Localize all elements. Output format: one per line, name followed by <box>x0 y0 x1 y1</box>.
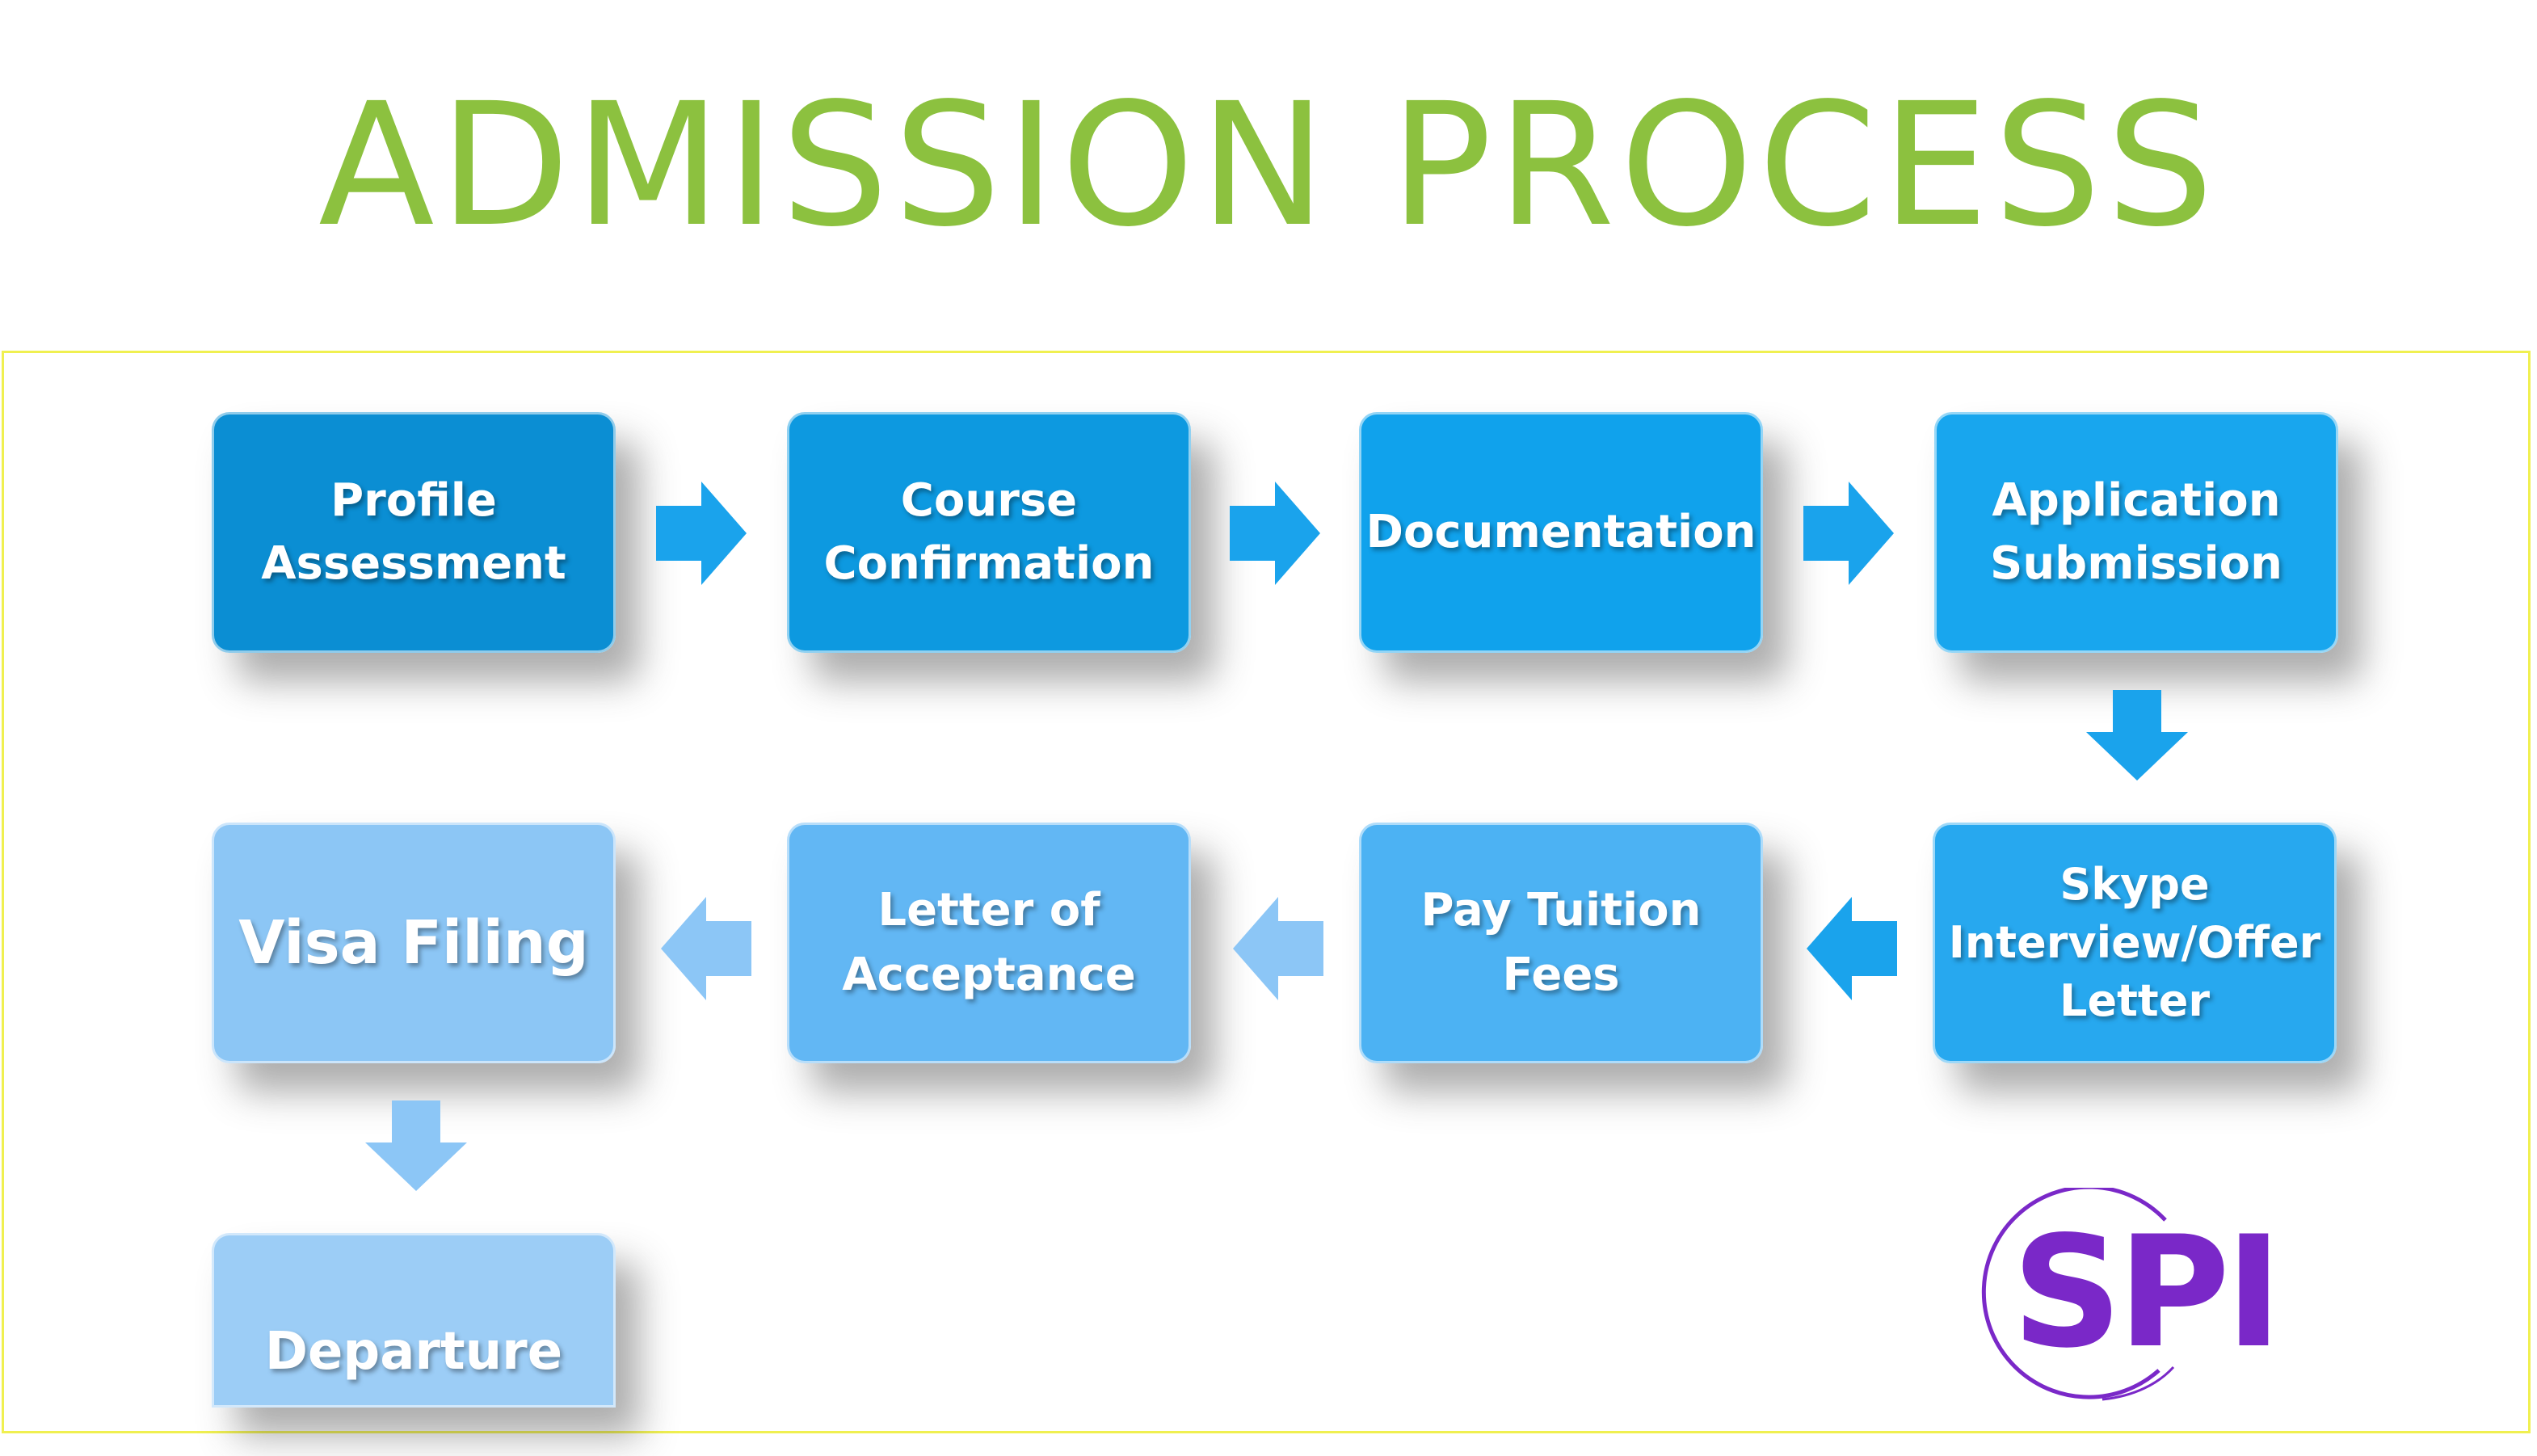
step-label: Skype Interview/Offer Letter <box>1948 859 2321 1026</box>
arrow-right-icon <box>1230 482 1320 585</box>
step-documentation: Documentation <box>1359 412 1763 653</box>
arrow-down-icon <box>2086 690 2188 781</box>
step-label: Visa Filing <box>238 908 589 978</box>
step-pay-tuition-fees: Pay Tuition Fees <box>1359 823 1763 1063</box>
arrow-left-icon <box>1807 897 1897 1000</box>
page-title: ADMISSION PROCESS <box>318 66 2219 264</box>
step-departure: Departure <box>212 1233 616 1408</box>
diagram-frame <box>2 351 2531 1433</box>
step-label: Documentation <box>1365 506 1757 558</box>
step-profile-assessment: Profile Assessment <box>212 412 616 653</box>
step-letter-of-acceptance: Letter of Acceptance <box>787 823 1191 1063</box>
arrow-right-icon <box>1803 482 1894 585</box>
step-label: Profile Assessment <box>261 474 566 590</box>
arrow-left-icon <box>1233 897 1323 1000</box>
arrow-down-icon <box>365 1100 467 1191</box>
step-course-confirmation: Course Confirmation <box>787 412 1191 653</box>
step-label: Course Confirmation <box>823 474 1155 590</box>
step-label: Pay Tuition Fees <box>1420 884 1702 1001</box>
step-label: Application Submission <box>1989 474 2283 590</box>
step-label: Letter of Acceptance <box>842 884 1136 1001</box>
step-application-submission: Application Submission <box>1934 412 2338 653</box>
step-label: Departure <box>264 1322 563 1382</box>
arrow-right-icon <box>656 482 747 585</box>
circle-swoosh-icon <box>1957 1185 2199 1406</box>
arrow-left-icon <box>661 897 751 1000</box>
step-skype-interview: Skype Interview/Offer Letter <box>1933 823 2337 1063</box>
logo-text: SPI <box>2012 1203 2282 1382</box>
step-visa-filing: Visa Filing <box>212 823 616 1063</box>
